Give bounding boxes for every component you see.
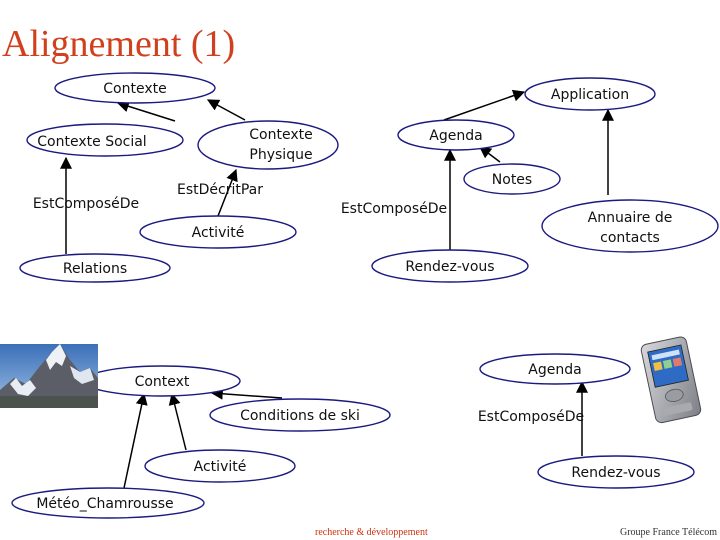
node-context-label: Context [135,374,190,390]
node-agenda-bottom: Agenda [479,353,631,385]
node-contexte: Contexte [54,72,216,104]
node-meteo: Météo_Chamrousse [11,487,205,519]
node-application: Application [524,77,656,111]
node-rendez-vous-top: Rendez-vous [371,249,529,283]
edge-contexte-social-to-contexte [116,100,176,122]
node-activite-top-label: Activité [192,225,245,241]
edges [60,89,614,489]
pda-device-image [640,336,702,424]
node-contexte-physique-line1: Contexte [249,127,312,143]
edge-activite-to-context [168,392,187,451]
node-activite-bottom: Activité [144,449,296,483]
node-rendez-vous-top-label: Rendez-vous [405,259,494,275]
node-notes: Notes [463,163,561,195]
node-contexte-label: Contexte [103,81,166,97]
node-conditions-ski-label: Conditions de ski [240,408,360,424]
edge-contexte-physique-to-contexte [206,99,246,121]
node-contexte-physique: Contexte Physique [197,120,339,170]
edge-meteo-to-context [123,392,148,489]
page-title: Alignement (1) [2,23,236,65]
node-agenda-top: Agenda [397,119,515,151]
edge-label-est-compose-de-left: EstComposéDe [33,196,139,212]
node-rendez-vous-bottom-label: Rendez-vous [571,465,660,481]
node-contexte-physique-line2: Physique [249,147,312,163]
node-relations-label: Relations [63,261,127,277]
edge-conditions-to-context [210,387,283,400]
node-contexte-social: Contexte Social [26,123,184,157]
node-activite-bottom-label: Activité [194,459,247,475]
node-activite-top: Activité [139,215,297,249]
node-agenda-top-label: Agenda [429,128,482,144]
node-meteo-label: Météo_Chamrousse [36,496,173,512]
edge-notes-to-agenda [479,146,501,163]
node-notes-label: Notes [492,172,532,188]
node-conditions-ski: Conditions de ski [209,398,391,432]
edge-activite-to-contexte-physique [217,168,238,217]
node-annuaire-line2: contacts [600,230,660,246]
node-agenda-bottom-label: Agenda [528,362,581,378]
footer-right-text: Groupe France Télécom [620,527,717,538]
node-contexte-social-label: Contexte Social [37,134,146,150]
edge-label-est-decrit-par: EstDécritPar [177,182,263,198]
mountain-image [0,344,98,408]
node-context: Context [83,365,241,397]
footer-left-text: recherche & développement [315,527,428,538]
edge-label-est-compose-de-bottom: EstComposéDe [478,409,584,425]
node-relations: Relations [19,253,171,283]
node-application-label: Application [551,87,629,103]
edge-agenda-to-application [443,89,526,121]
node-annuaire-line1: Annuaire de [588,210,673,226]
node-rendez-vous-bottom: Rendez-vous [537,455,695,489]
node-annuaire: Annuaire de contacts [541,199,719,253]
edge-label-est-compose-de-mid: EstComposéDe [341,201,447,217]
